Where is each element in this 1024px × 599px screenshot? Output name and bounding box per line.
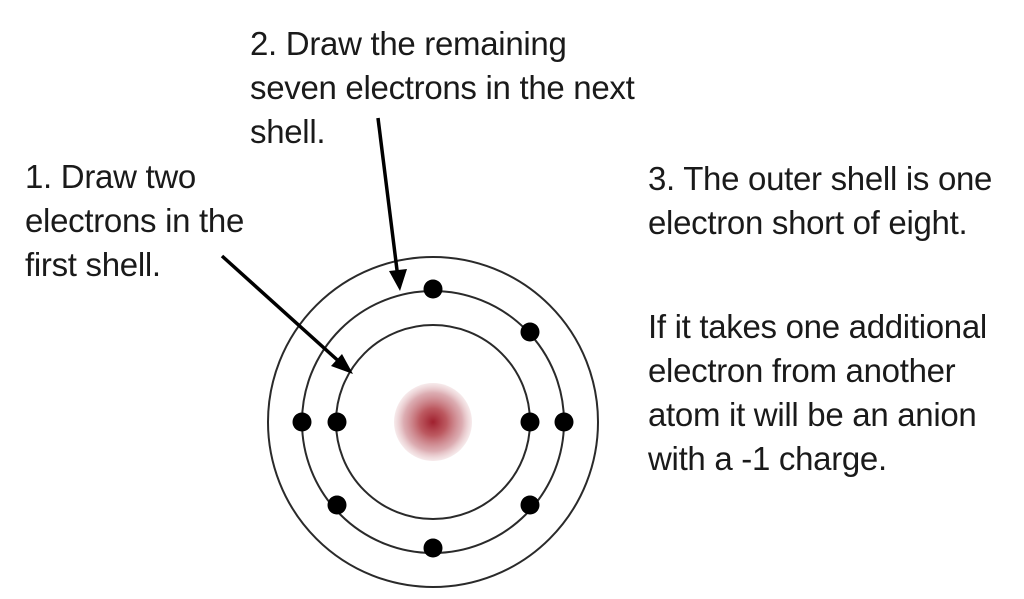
step-2-line-3: shell. — [250, 113, 326, 150]
step-1-line-3: first shell. — [25, 246, 161, 283]
electron-shell2-lower-left — [327, 495, 347, 515]
arrow-to-inner-shell — [220, 254, 353, 374]
step-3-line-2: electron short of eight. — [648, 204, 968, 241]
electron-inner-left — [327, 412, 347, 432]
step-1-note: 1. Draw two electrons in the first shell… — [25, 155, 244, 287]
electron-shell2-lower-right — [520, 495, 540, 515]
electron-shell2-top — [423, 279, 443, 299]
step-1-line-2: electrons in the — [25, 202, 244, 239]
shell-outer — [267, 256, 599, 588]
arrow-to-next-shell — [376, 117, 407, 291]
step-2-note: 2. Draw the remaining seven electrons in… — [250, 22, 635, 154]
anion-line-4: with a -1 charge. — [648, 440, 887, 477]
anion-line-1: If it takes one additional — [648, 308, 987, 345]
anion-line-2: electron from another — [648, 352, 956, 389]
anion-line-3: atom it will be an anion — [648, 396, 977, 433]
electron-inner-right — [520, 412, 540, 432]
electron-shell2-right — [554, 412, 574, 432]
nucleus — [394, 383, 472, 461]
step-2-line-2: seven electrons in the next — [250, 69, 635, 106]
electron-shell2-upper-right — [520, 322, 540, 342]
step-3-note: 3. The outer shell is one electron short… — [648, 157, 992, 245]
electron-shell2-left — [292, 412, 312, 432]
step-2-line-1: 2. Draw the remaining — [250, 25, 567, 62]
electron-shell2-bottom — [423, 538, 443, 558]
anion-note: If it takes one additional electron from… — [648, 305, 987, 481]
step-1-line-1: 1. Draw two — [25, 158, 196, 195]
step-3-line-1: 3. The outer shell is one — [648, 160, 993, 197]
